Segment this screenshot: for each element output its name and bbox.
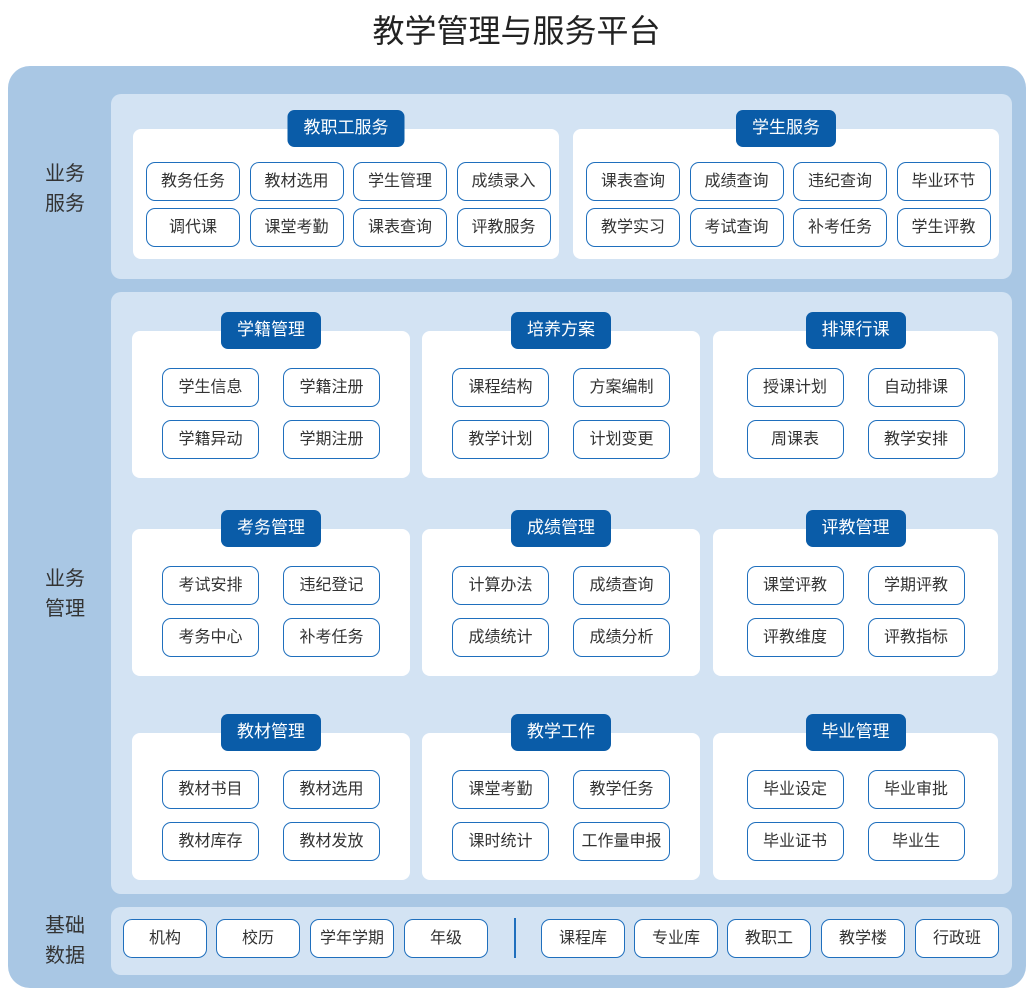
management-item-button[interactable]: 学期注册 <box>283 420 380 459</box>
management-card: 考务管理考试安排违纪登记考务中心补考任务 <box>132 510 410 676</box>
service-item-button[interactable]: 成绩查询 <box>689 162 784 201</box>
service-item-button[interactable]: 调代课 <box>146 208 240 247</box>
management-item-button[interactable]: 教学安排 <box>867 420 965 459</box>
management-item-button[interactable]: 学生信息 <box>162 368 259 407</box>
management-item-button[interactable]: 成绩分析 <box>573 618 670 657</box>
management-card: 教材管理教材书目教材选用教材库存教材发放 <box>132 714 410 880</box>
management-card: 评教管理课堂评教学期评教评教维度评教指标 <box>713 510 998 676</box>
card-header: 毕业管理 <box>805 714 906 751</box>
card-header: 教材管理 <box>221 714 321 751</box>
management-item-button[interactable]: 课程结构 <box>452 368 549 407</box>
management-item-button[interactable]: 评教维度 <box>746 618 844 657</box>
basic-data-button[interactable]: 课程库 <box>541 919 625 958</box>
management-item-button[interactable]: 成绩统计 <box>452 618 549 657</box>
management-item-button[interactable]: 违纪登记 <box>283 566 380 605</box>
service-item-button[interactable]: 毕业环节 <box>896 162 991 201</box>
management-card: 毕业管理毕业设定毕业审批毕业证书毕业生 <box>713 714 998 880</box>
management-item-button[interactable]: 评教指标 <box>867 618 965 657</box>
basic-data-button[interactable]: 学年学期 <box>310 919 394 958</box>
management-card: 教学工作课堂考勤教学任务课时统计工作量申报 <box>422 714 700 880</box>
management-item-button[interactable]: 考务中心 <box>162 618 259 657</box>
management-item-button[interactable]: 授课计划 <box>746 368 844 407</box>
management-item-button[interactable]: 学籍注册 <box>283 368 380 407</box>
management-item-button[interactable]: 毕业证书 <box>746 822 844 861</box>
management-item-button[interactable]: 毕业审批 <box>867 770 965 809</box>
management-item-button[interactable]: 毕业设定 <box>746 770 844 809</box>
service-item-button[interactable]: 学生评教 <box>896 208 991 247</box>
management-item-button[interactable]: 工作量申报 <box>573 822 670 861</box>
basic-data-button[interactable]: 年级 <box>404 919 488 958</box>
service-item-button[interactable]: 课表查询 <box>353 208 447 247</box>
management-item-button[interactable]: 教学计划 <box>452 420 549 459</box>
service-item-button[interactable]: 违纪查询 <box>793 162 887 201</box>
management-item-button[interactable]: 成绩查询 <box>573 566 670 605</box>
service-item-button[interactable]: 考试查询 <box>689 208 784 247</box>
management-item-button[interactable]: 教材书目 <box>162 770 259 809</box>
card-header: 学籍管理 <box>221 312 321 349</box>
management-item-button[interactable]: 课堂评教 <box>746 566 844 605</box>
card-header: 教职工服务 <box>287 110 405 147</box>
service-item-button[interactable]: 课堂考勤 <box>249 208 344 247</box>
service-item-button[interactable]: 教务任务 <box>146 162 240 201</box>
management-item-button[interactable]: 教材选用 <box>283 770 380 809</box>
management-card: 培养方案课程结构方案编制教学计划计划变更 <box>422 312 700 478</box>
management-item-button[interactable]: 学期评教 <box>867 566 965 605</box>
management-item-button[interactable]: 教学任务 <box>573 770 670 809</box>
management-card: 成绩管理计算办法成绩查询成绩统计成绩分析 <box>422 510 700 676</box>
section-label-basic-data: 基础 数据 <box>45 913 85 967</box>
card-header: 排课行课 <box>805 312 906 349</box>
management-item-button[interactable]: 教材发放 <box>283 822 380 861</box>
management-item-button[interactable]: 课时统计 <box>452 822 549 861</box>
service-item-button[interactable]: 课表查询 <box>586 162 680 201</box>
service-item-button[interactable]: 成绩录入 <box>456 162 551 201</box>
management-item-button[interactable]: 方案编制 <box>573 368 670 407</box>
basic-data-button[interactable]: 行政班 <box>915 919 999 958</box>
card-header: 培养方案 <box>511 312 611 349</box>
section-label-service: 业务 服务 <box>45 161 85 215</box>
service-item-button[interactable]: 教学实习 <box>586 208 680 247</box>
management-card: 学籍管理学生信息学籍注册学籍异动学期注册 <box>132 312 410 478</box>
management-item-button[interactable]: 计划变更 <box>573 420 670 459</box>
basic-data-button[interactable]: 机构 <box>123 919 207 958</box>
management-item-button[interactable]: 自动排课 <box>867 368 965 407</box>
section-label-management: 业务 管理 <box>45 566 85 620</box>
card-header: 学生服务 <box>736 110 836 147</box>
card-header: 教学工作 <box>511 714 611 751</box>
service-item-button[interactable]: 教材选用 <box>249 162 344 201</box>
management-item-button[interactable]: 课堂考勤 <box>452 770 549 809</box>
management-item-button[interactable]: 周课表 <box>746 420 844 459</box>
page-title: 教学管理与服务平台 <box>372 12 661 50</box>
basic-data-button[interactable]: 专业库 <box>634 919 718 958</box>
service-item-button[interactable]: 补考任务 <box>793 208 887 247</box>
management-card: 排课行课授课计划自动排课周课表教学安排 <box>713 312 998 478</box>
basic-data-button[interactable]: 教学楼 <box>821 919 905 958</box>
service-card: 学生服务课表查询成绩查询违纪查询毕业环节教学实习考试查询补考任务学生评教 <box>573 110 999 259</box>
basic-data-button[interactable]: 校历 <box>216 919 300 958</box>
management-item-button[interactable]: 学籍异动 <box>162 420 259 459</box>
basic-data-divider <box>514 918 516 958</box>
management-item-button[interactable]: 毕业生 <box>867 822 965 861</box>
management-item-button[interactable]: 教材库存 <box>162 822 259 861</box>
service-item-button[interactable]: 评教服务 <box>456 208 551 247</box>
service-item-button[interactable]: 学生管理 <box>353 162 447 201</box>
card-header: 考务管理 <box>221 510 321 547</box>
card-header: 评教管理 <box>805 510 906 547</box>
card-header: 成绩管理 <box>511 510 611 547</box>
service-card: 教职工服务教务任务教材选用学生管理成绩录入调代课课堂考勤课表查询评教服务 <box>133 110 559 259</box>
management-item-button[interactable]: 计算办法 <box>452 566 549 605</box>
basic-data-button[interactable]: 教职工 <box>727 919 811 958</box>
management-item-button[interactable]: 补考任务 <box>283 618 380 657</box>
management-item-button[interactable]: 考试安排 <box>162 566 259 605</box>
